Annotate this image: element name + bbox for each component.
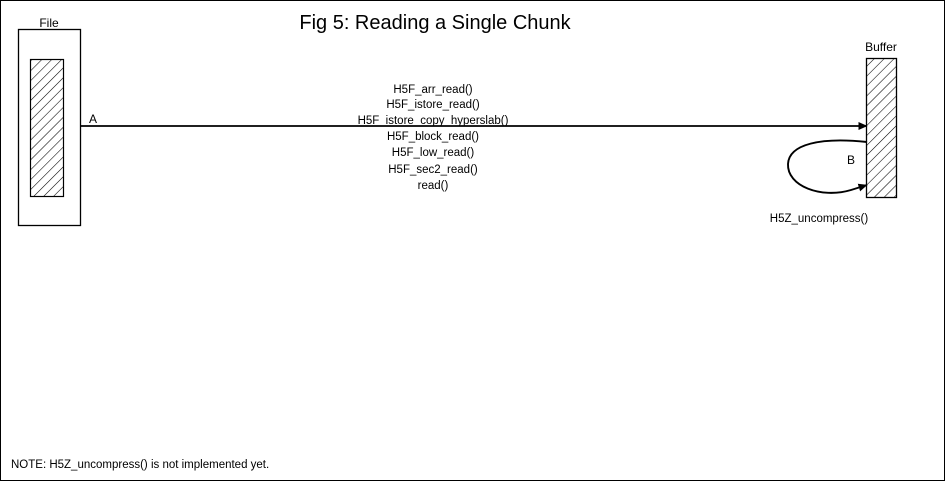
call-label-3: H5F_block_read() bbox=[387, 131, 479, 143]
figure-note: NOTE: H5Z_uncompress() is not implemente… bbox=[11, 459, 269, 471]
loop-arrow-b bbox=[787, 139, 868, 194]
call-label-1: H5F_istore_read() bbox=[386, 99, 479, 111]
call-label-6: read() bbox=[418, 180, 449, 192]
buffer-label: Buffer bbox=[865, 40, 897, 54]
call-label-0: H5F_arr_read() bbox=[393, 84, 472, 96]
loop-function-label: H5Z_uncompress() bbox=[770, 213, 869, 225]
call-label-4: H5F_low_read() bbox=[392, 147, 475, 159]
transfer-arrow-a-label: A bbox=[89, 112, 97, 126]
file-data-block bbox=[29, 58, 65, 198]
file-label: File bbox=[39, 16, 59, 30]
loop-arrow-b-label: B bbox=[847, 153, 855, 167]
call-label-2: H5F_istore_copy_hyperslab() bbox=[358, 115, 509, 127]
figure-title: Fig 5: Reading a Single Chunk bbox=[299, 12, 571, 34]
call-label-5: H5F_sec2_read() bbox=[388, 164, 478, 176]
buffer-box bbox=[865, 57, 898, 199]
